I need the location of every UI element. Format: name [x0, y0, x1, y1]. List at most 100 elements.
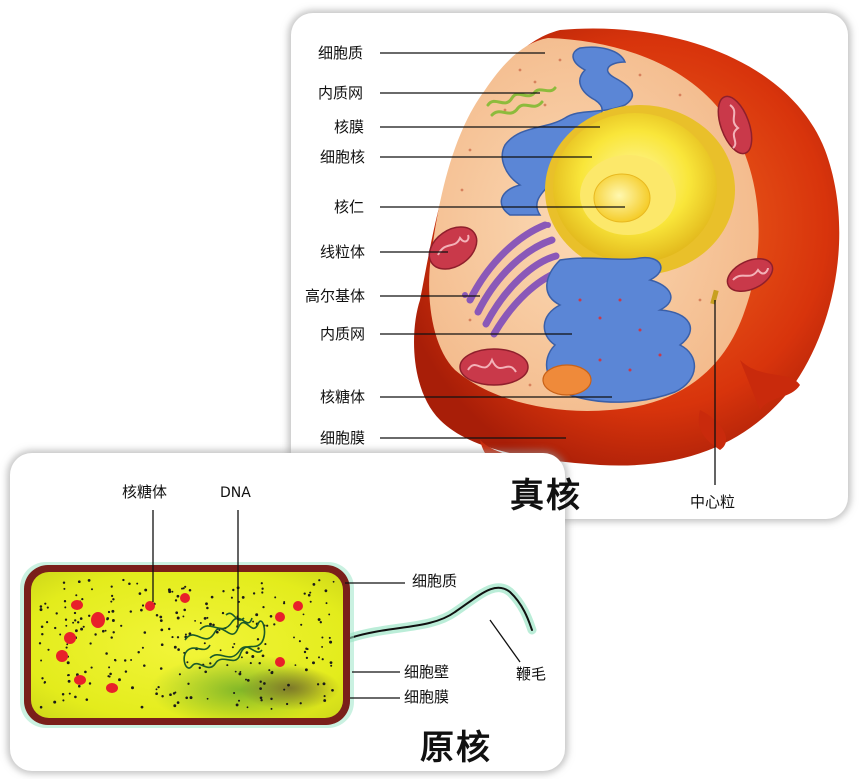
cytoplasm-dot	[136, 582, 139, 585]
cytoplasm-dot	[209, 622, 212, 626]
cytoplasm-dot	[183, 608, 186, 612]
cytoplasm-dot	[230, 596, 233, 599]
cytoplasm-dot	[331, 688, 334, 692]
cytoplasm-dot	[238, 672, 242, 676]
cytoplasm-dot	[184, 585, 187, 588]
bacterial-ribosomes	[56, 593, 303, 693]
cytoplasm-dot	[287, 683, 290, 687]
cytoplasm-dot	[307, 593, 311, 597]
cytoplasm-dot	[79, 617, 83, 620]
cytoplasm-dot	[112, 631, 115, 634]
cytoplasm-dot	[240, 656, 243, 659]
cytoplasm-dot	[82, 625, 85, 628]
cytoplasm-dot	[293, 636, 295, 639]
cytoplasm-dot	[260, 699, 263, 702]
cytoplasm-dot	[61, 693, 65, 696]
cytoplasm-dot	[80, 627, 84, 631]
flagellum	[345, 583, 537, 643]
cytoplasm-dot	[107, 675, 110, 678]
cytoplasm-dot	[161, 694, 164, 698]
er-bottom	[543, 256, 696, 403]
cytoplasm-dot	[252, 592, 256, 595]
cytoplasm-dot	[294, 664, 297, 666]
cytoplasm-dot	[264, 643, 267, 646]
centriole	[710, 289, 719, 305]
cytoplasm-dot	[312, 661, 315, 665]
cytoplasm-dot	[111, 619, 115, 622]
cytoplasm-dot	[91, 588, 93, 591]
cytoplasm-dot	[303, 592, 306, 595]
cytoplasm-dot	[114, 659, 117, 662]
cytoplasm-dot	[111, 609, 115, 613]
cytoplasm-dot	[75, 594, 78, 597]
eukaryote-title: 真核	[510, 476, 582, 516]
cytoplasm-dot	[266, 624, 269, 627]
cytoplasm-dot	[321, 636, 324, 639]
label-cell-wall: 细胞壁	[404, 663, 450, 681]
cytoplasm-dot	[176, 636, 180, 639]
cytoplasm-dot	[62, 581, 66, 584]
cytoplasm-dot	[299, 702, 302, 705]
cytoplasm-dot	[72, 621, 75, 624]
cytoplasm-dot	[66, 643, 69, 646]
cytoplasm-dot	[312, 583, 316, 586]
cytoplasm-dot	[204, 670, 208, 674]
label-er-bottom: 内质网	[320, 325, 366, 343]
label-pro-cytoplasm: 细胞质	[412, 572, 458, 590]
cytoplasm-dot	[137, 651, 140, 654]
cytoplasm-dot	[112, 598, 115, 601]
cytoplasm-dot	[129, 610, 133, 613]
cytoplasm-dot	[110, 636, 113, 639]
cytoplasm-dot	[329, 640, 333, 644]
cytoplasm-dot	[40, 659, 43, 662]
cytoplasm-dot	[269, 615, 273, 618]
cytoplasm-dot	[300, 623, 303, 626]
cytoplasm-dot	[178, 673, 181, 676]
label-centriole: 中心粒	[690, 493, 736, 511]
cytoplasm-dot	[235, 703, 239, 707]
cytoplasm-dot	[43, 681, 46, 684]
cytoplasm-dot	[110, 600, 113, 603]
label-pro-ribosome: 核糖体	[122, 483, 168, 501]
cytoplasm-dot	[234, 670, 237, 673]
label-golgi: 高尔基体	[305, 287, 366, 305]
cytoplasm-dot	[316, 683, 320, 686]
cytoplasm-dot	[88, 682, 92, 685]
cytoplasm-dot	[181, 587, 183, 590]
label-flagellum: 鞭毛	[516, 665, 547, 683]
cytoplasm-dot	[323, 699, 327, 702]
cytoplasm-dot	[62, 699, 65, 702]
cytoplasm-dot	[298, 640, 301, 643]
cytoplasm-dot	[270, 707, 273, 710]
nucleus	[545, 105, 735, 275]
cytoplasm-dot	[251, 655, 255, 658]
cytoplasm-dot	[143, 664, 146, 667]
cytoplasm-dot	[138, 592, 142, 595]
cytoplasm-dot	[233, 642, 236, 645]
cytoplasm-dot	[203, 617, 207, 620]
cytoplasm-dot	[259, 696, 263, 700]
cytoplasm-dot	[231, 646, 234, 649]
cytoplasm-dot	[77, 580, 81, 584]
cytoplasm-dot	[260, 582, 263, 585]
cytoplasm-dot	[206, 616, 209, 619]
cytoplasm-dot	[182, 615, 185, 618]
cytoplasm-dot	[67, 674, 70, 677]
cytoplasm-dot	[160, 643, 164, 647]
cytoplasm-dot	[206, 606, 209, 610]
label-nuclear-membrane: 核膜	[334, 118, 365, 136]
cytoplasm-dot	[171, 636, 174, 639]
cytoplasm-dot	[77, 621, 80, 624]
cytoplasm-dot	[128, 582, 131, 586]
cytoplasm-dot	[39, 705, 43, 709]
cytoplasm-dot	[167, 588, 171, 592]
cytoplasm-dot	[64, 606, 67, 609]
cytoplasm-dot	[317, 618, 321, 621]
cytoplasm-dot	[140, 705, 144, 709]
cytoplasm-dot	[255, 613, 259, 617]
cytoplasm-dot	[39, 608, 43, 612]
label-nucleus: 细胞核	[320, 148, 366, 166]
cytoplasm-dot	[64, 618, 68, 621]
